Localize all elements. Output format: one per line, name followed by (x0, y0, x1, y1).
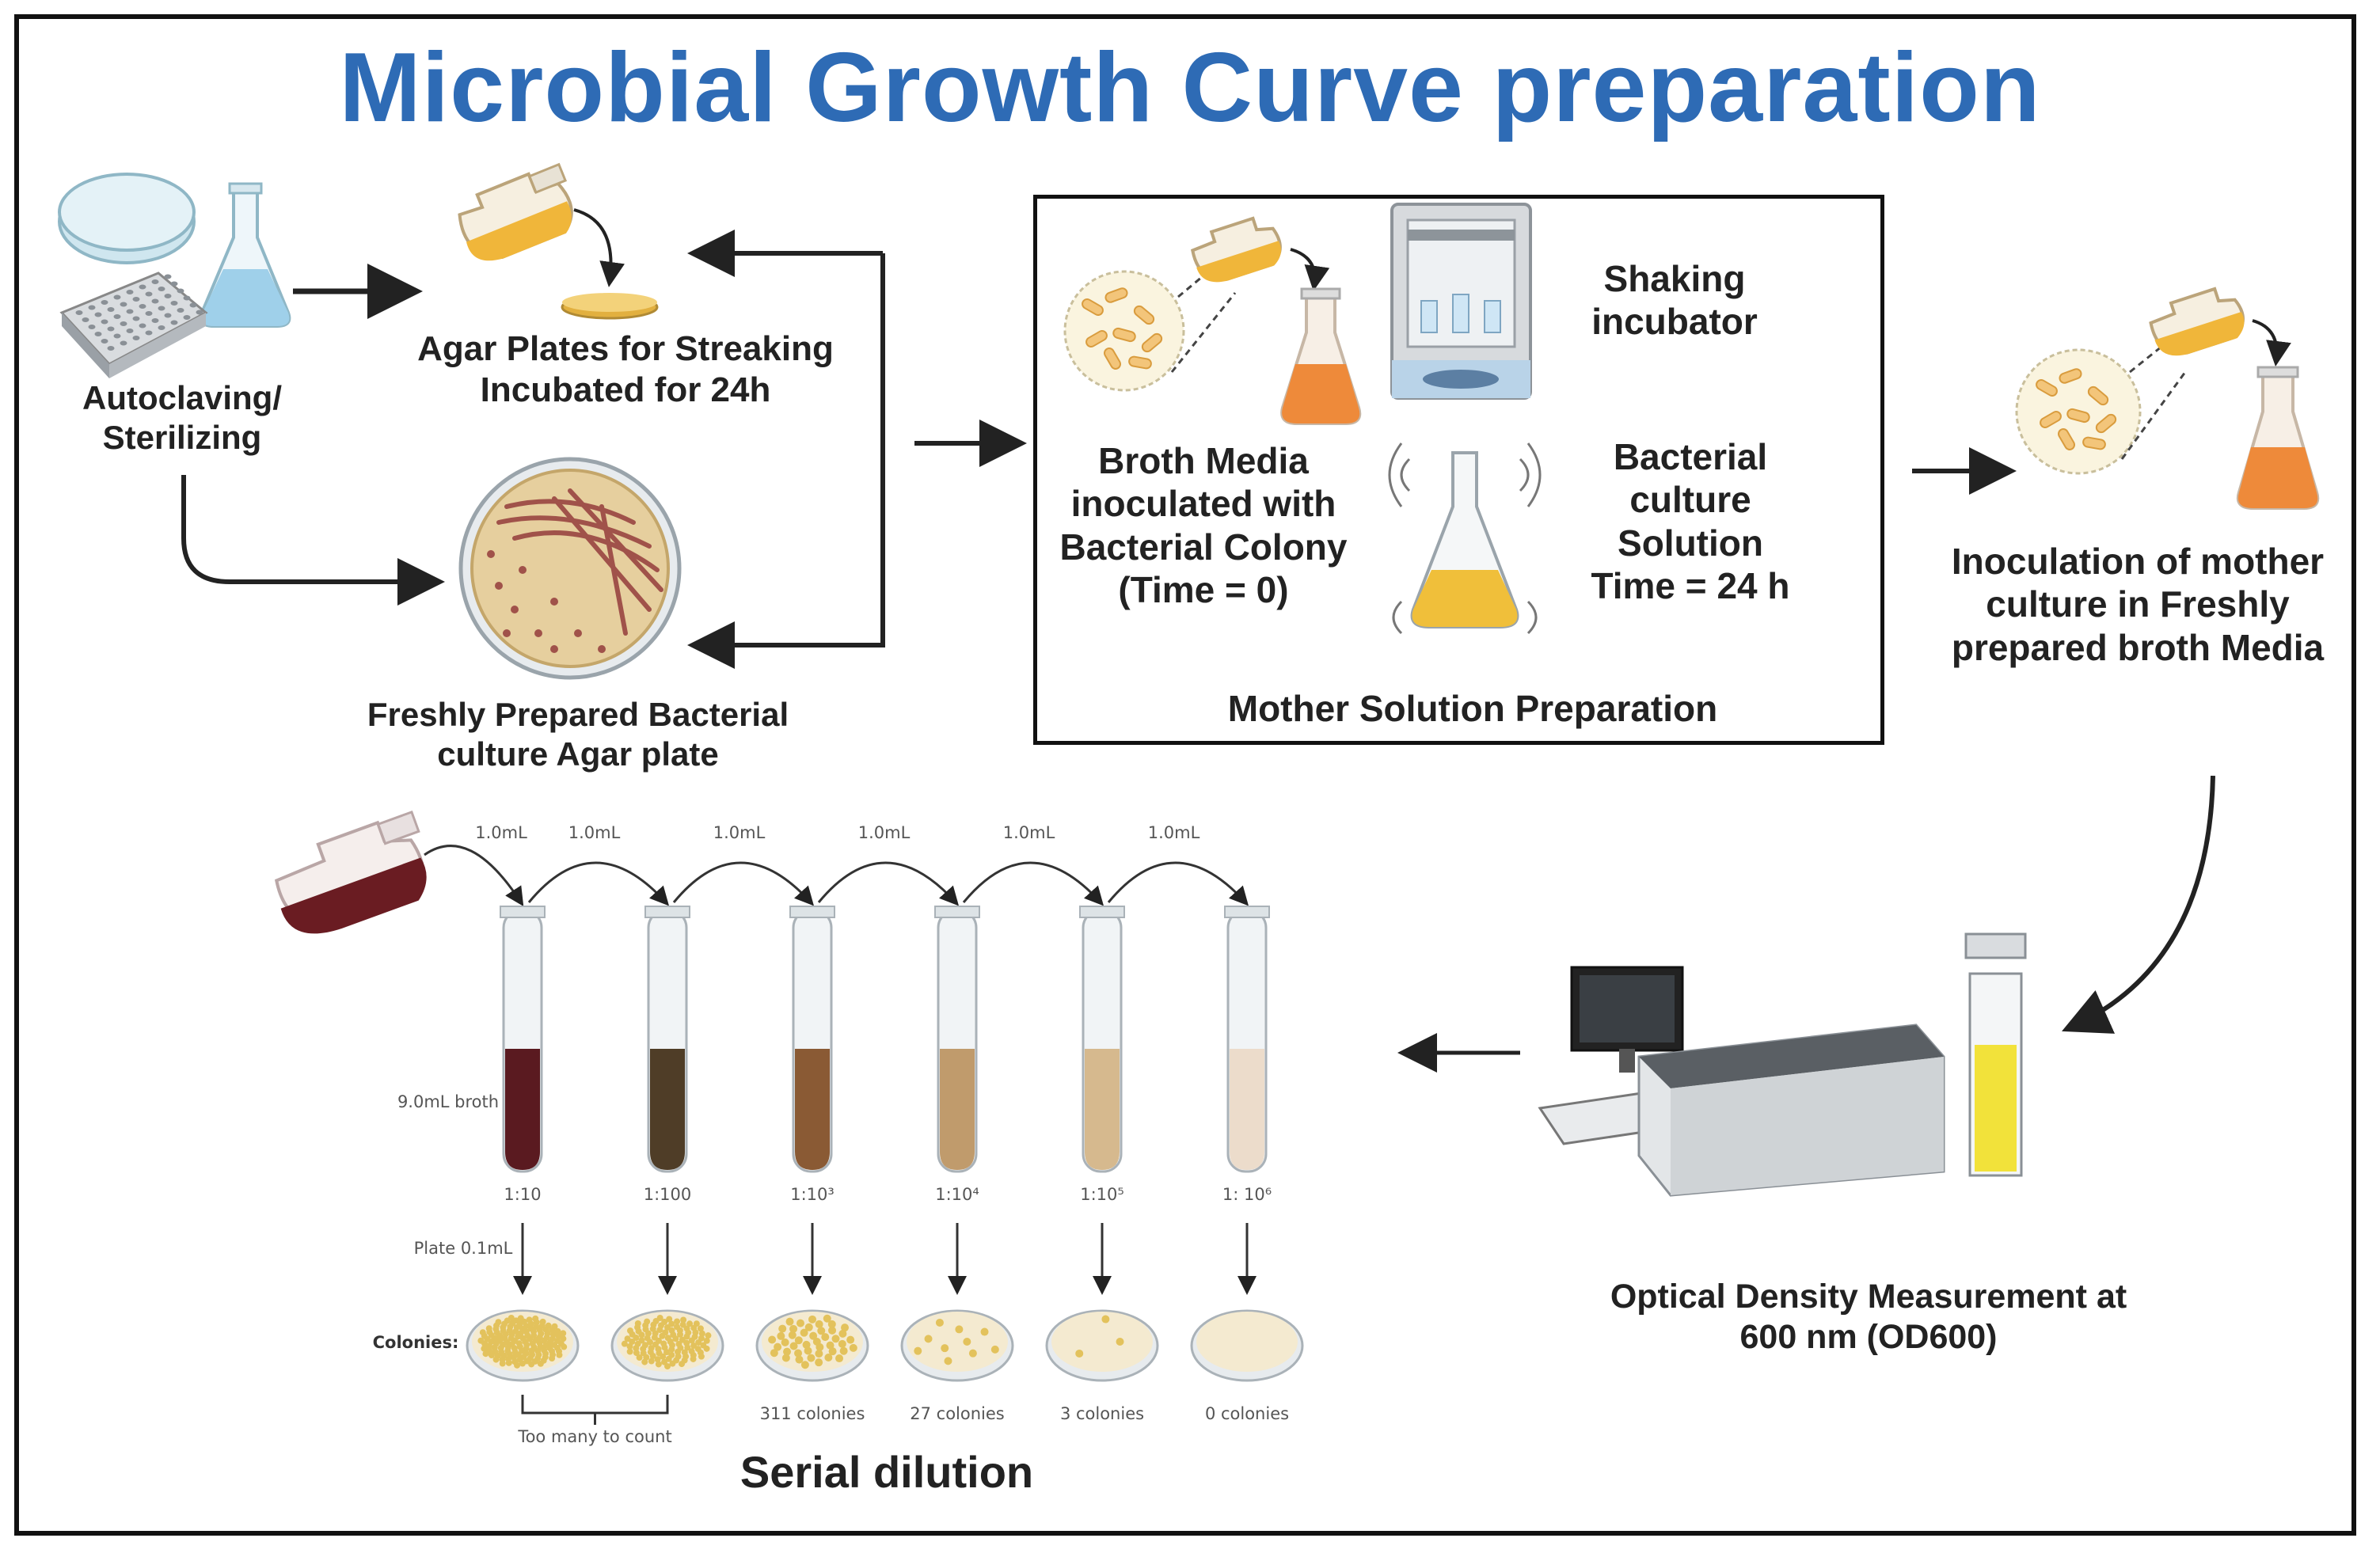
transfer-arrow (962, 861, 1104, 906)
flask-orange-icon (1280, 287, 1362, 425)
pouring-flask-3-icon (2149, 287, 2245, 356)
colony-count-label: 311 colonies (759, 1404, 865, 1423)
dilution-tube (500, 906, 546, 1173)
broth-volume-label: 9.0mL broth (397, 1092, 500, 1111)
transfer-volume-label: 1.0mL (1147, 823, 1200, 842)
transfer-volume-label: 1.0mL (475, 823, 527, 842)
pouring-flask-icon (458, 162, 573, 261)
colonies-label: Colonies: (372, 1333, 459, 1352)
arrow-pour (573, 208, 625, 287)
pouring-flask-small-icon (1190, 216, 1282, 283)
label-inoculation: Inoculation of mother culture in Freshly… (1951, 541, 2325, 668)
label-od: Optical Density Measurement at 600 nm (O… (1610, 1278, 2127, 1356)
label-bacterial-culture: Bacterial culture Solution Time = 24 h (1591, 436, 1790, 606)
too-many-bracket (521, 1395, 669, 1425)
mother-solution-box (1033, 195, 1884, 745)
magnifier-guide-lines-2 (2120, 339, 2187, 460)
arrow-pour-3 (2252, 319, 2291, 366)
arrow-pour-small (1290, 248, 1330, 291)
label-mother-solution: Mother Solution Preparation (1227, 688, 1718, 729)
colony-count-label: 3 colonies (1059, 1404, 1145, 1423)
cuvette-icon (1964, 932, 2027, 1177)
well-plate-icon (59, 272, 208, 378)
arrow-autoclave-to-plate (181, 475, 445, 606)
too-many-label: Too many to count (518, 1427, 672, 1446)
plate-volume-label: Plate 0.1mL (413, 1239, 513, 1258)
spectrophotometer-icon (1538, 966, 1945, 1197)
transfer-arrow (1107, 861, 1249, 906)
colony-dish (900, 1309, 1014, 1382)
transfer-volume-label: 1.0mL (713, 823, 766, 842)
label-agar-plates: Agar Plates for Streaking Incubated for … (417, 329, 834, 409)
transfer-arrow (527, 861, 670, 906)
dilution-tube (644, 906, 690, 1173)
transfer-volume-label: 1.0mL (1002, 823, 1055, 842)
arrow-bracket-bottom (687, 253, 885, 669)
label-serial-dilution: Serial dilution (739, 1447, 1034, 1497)
transfer-arrow (672, 861, 815, 906)
colony-count-label: 27 colonies (910, 1404, 1005, 1423)
pouring-flask-dilution-icon (274, 810, 427, 934)
dilution-ratio-label: 1:10 (504, 1185, 542, 1204)
bacterial-culture-plate-icon (458, 457, 682, 680)
shaking-incubator-icon (1390, 203, 1532, 400)
transfer-arrow (817, 861, 960, 906)
label-broth-media: Broth Media inoculated with Bacterial Co… (1059, 440, 1348, 610)
label-autoclave: Autoclaving/ Sterilizing (82, 379, 283, 456)
dilution-tube (1224, 906, 1270, 1173)
shaking-flask-icon (1388, 442, 1542, 635)
label-shaking-incubator: Shaking incubator (1591, 258, 1758, 343)
label-fresh-plate: Freshly Prepared Bacterial culture Agar … (367, 696, 789, 773)
flask-orange-2-icon (2236, 366, 2320, 510)
colony-dish (1190, 1309, 1304, 1382)
dilution-ratio-label: 1:10⁵ (1080, 1185, 1124, 1204)
dilution-ratio-label: 1: 10⁶ (1222, 1185, 1272, 1204)
bacteria-magnifier-icon (1063, 270, 1185, 392)
dilution-tube (1079, 906, 1125, 1173)
dilution-ratio-label: 1:10⁴ (935, 1185, 979, 1204)
dilution-ratio-label: 1:10³ (790, 1185, 835, 1204)
dilution-ratio-label: 1:100 (643, 1185, 692, 1204)
transfer-volume-label: 1.0mL (857, 823, 911, 842)
dilution-tube (934, 906, 980, 1173)
transfer-arrow (424, 845, 524, 907)
petri-dish-empty-icon (58, 173, 196, 264)
colony-dish (610, 1309, 724, 1382)
page-title: Microbial Growth Curve preparation (339, 33, 2041, 142)
agar-dish-icon (561, 293, 659, 320)
flask-blue-icon (200, 182, 291, 328)
colony-dish (755, 1309, 869, 1382)
colony-dish (466, 1309, 580, 1382)
figure-frame (14, 14, 2356, 1536)
colony-dish (1045, 1309, 1159, 1382)
colony-count-label: 0 colonies (1204, 1404, 1290, 1423)
transfer-volume-label: 1.0mL (568, 823, 621, 842)
bacteria-magnifier-2-icon (2015, 348, 2142, 475)
arrow-to-od (2062, 775, 2215, 1034)
dilution-tube (789, 906, 835, 1173)
